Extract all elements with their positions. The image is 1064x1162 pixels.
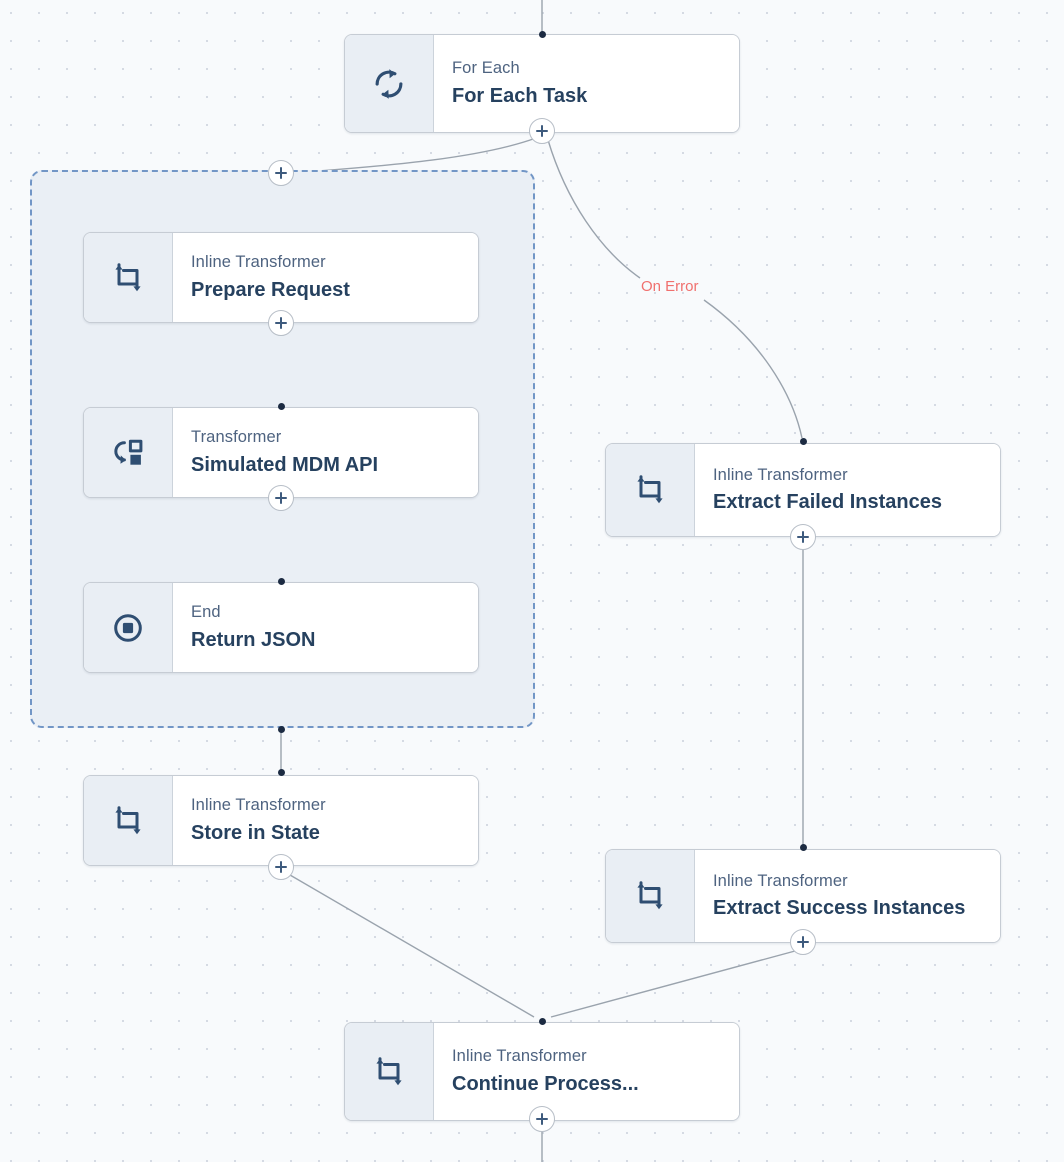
add-node-handle-after-simulated-mdm-api[interactable] [268, 485, 294, 511]
node-extract-success-instances[interactable]: Inline Transformer Extract Success Insta… [605, 849, 1001, 943]
node-body: End Return JSON [173, 583, 478, 672]
add-node-handle-loop-container[interactable] [268, 160, 294, 186]
node-body: Inline Transformer Prepare Request [173, 233, 478, 322]
anchor-continue-process-in [538, 1017, 546, 1025]
inline-transformer-icon [84, 776, 173, 865]
edge-label-on-error: On Error [641, 278, 699, 295]
add-node-handle-after-extract-success[interactable] [790, 929, 816, 955]
node-title-label: Store in State [191, 821, 320, 844]
edge-for-each-to-extract-failed [547, 139, 641, 279]
node-store-in-state[interactable]: Inline Transformer Store in State [83, 775, 479, 866]
anchor-store-in-state-in [277, 768, 285, 776]
node-extract-failed-instances[interactable]: Inline Transformer Extract Failed Instan… [605, 443, 1001, 537]
node-type-label: End [191, 603, 221, 622]
inline-transformer-icon [606, 444, 695, 536]
node-body: Inline Transformer Extract Success Insta… [695, 850, 1000, 942]
inline-transformer-icon [84, 233, 173, 322]
edge-on-error-to-extract-failed [703, 299, 803, 439]
add-node-handle-after-prepare-request[interactable] [268, 310, 294, 336]
add-node-handle-after-for-each-task[interactable] [529, 118, 555, 144]
node-type-label: Inline Transformer [191, 253, 326, 272]
node-type-label: Inline Transformer [191, 796, 326, 815]
node-type-label: Inline Transformer [713, 871, 848, 890]
anchor-loop-container-out [277, 725, 285, 733]
anchor-extract-failed-in [799, 437, 807, 445]
node-type-label: For Each [452, 59, 520, 78]
node-body: Inline Transformer Extract Failed Instan… [695, 444, 1000, 536]
node-title-label: Return JSON [191, 628, 316, 651]
node-title-label: For Each Task [452, 84, 588, 107]
node-body: Inline Transformer Continue Process... [434, 1023, 739, 1120]
node-body: Inline Transformer Store in State [173, 776, 478, 865]
node-simulated-mdm-api[interactable]: Transformer Simulated MDM API [83, 407, 479, 498]
node-return-json[interactable]: End Return JSON [83, 582, 479, 673]
edge-for-each-to-loop-body [293, 137, 537, 174]
loop-icon [345, 35, 434, 132]
node-body: Transformer Simulated MDM API [173, 408, 478, 497]
node-type-label: Transformer [191, 428, 282, 447]
node-title-label: Simulated MDM API [191, 453, 379, 476]
add-node-handle-after-store-in-state[interactable] [268, 854, 294, 880]
node-prepare-request[interactable]: Inline Transformer Prepare Request [83, 232, 479, 323]
add-node-handle-after-extract-failed[interactable] [790, 524, 816, 550]
node-title-label: Prepare Request [191, 278, 350, 301]
node-for-each-task[interactable]: For Each For Each Task [344, 34, 740, 133]
transformer-icon [84, 408, 173, 497]
anchor-extract-success-in [799, 843, 807, 851]
add-node-handle-after-continue-process[interactable] [529, 1106, 555, 1132]
node-continue-process[interactable]: Inline Transformer Continue Process... [344, 1022, 740, 1121]
inline-transformer-icon [606, 850, 695, 942]
node-title-label: Extract Success Instances [713, 897, 966, 920]
end-stop-icon [84, 583, 173, 672]
anchor-simulated-mdm-api-in [277, 402, 285, 410]
edge-store-in-state-to-continue [289, 874, 535, 1018]
node-body: For Each For Each Task [434, 35, 739, 132]
edge-extract-success-to-continue [550, 950, 796, 1018]
node-title-label: Extract Failed Instances [713, 491, 942, 514]
node-title-label: Continue Process... [452, 1072, 639, 1095]
anchor-for-each-task-in [538, 30, 546, 38]
anchor-return-json-in [277, 577, 285, 585]
node-type-label: Inline Transformer [452, 1047, 587, 1066]
node-type-label: Inline Transformer [713, 465, 848, 484]
inline-transformer-icon [345, 1023, 434, 1120]
